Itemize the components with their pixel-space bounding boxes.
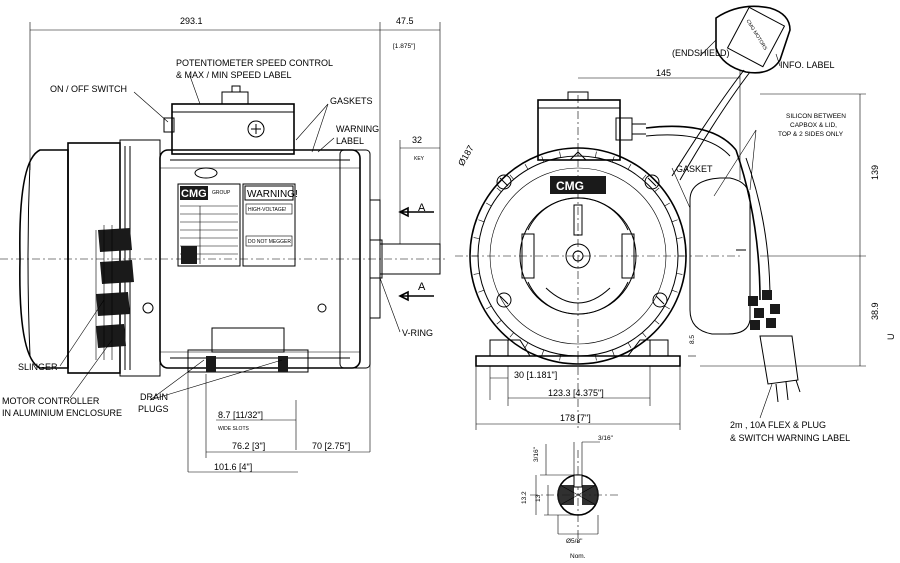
- label-silicon-1: SILICON BETWEEN: [786, 113, 846, 120]
- cover-brand: CMG: [556, 179, 584, 193]
- fin-tick: [509, 332, 514, 338]
- warning-plate: WARNING! HIGH-VOLTAGE! DO NOT MEGGER: [242, 183, 298, 267]
- dim-endshield-to-box: 145: [656, 68, 671, 78]
- motor-controller-hatch: [95, 225, 134, 360]
- nameplate: CMG GROUP: [177, 183, 241, 267]
- label-silicon-2: CAPBOX & LID,: [790, 122, 837, 129]
- dim-flange-diameter: Ø187: [456, 144, 476, 168]
- warning-title: WARNING!: [247, 189, 298, 200]
- fin-tick: [541, 349, 545, 356]
- label-slinger: SLINGER: [18, 362, 58, 372]
- fin-tick: [671, 219, 678, 223]
- fin-tick: [627, 164, 632, 170]
- label-info: INFO. LABEL: [780, 60, 835, 70]
- label-gasket: GASKET: [676, 164, 713, 174]
- dim-key-length: 32: [412, 135, 422, 145]
- fin-tick: [642, 332, 647, 338]
- label-drain-2: PLUGS: [138, 404, 169, 414]
- fin-tick: [524, 342, 529, 348]
- dim-key-316-top: 3/16": [598, 435, 614, 442]
- plate-brand: CMG: [181, 188, 207, 200]
- info-label-tag: CMG MOTORS: [671, 5, 791, 181]
- fin-tick: [496, 187, 502, 192]
- plug: [748, 290, 801, 403]
- fin-tick: [524, 164, 529, 170]
- fin-tick: [509, 174, 514, 180]
- shaft-section: 3/16" 3/16" 13.2 13 Ø5/8" Nom.: [521, 435, 620, 560]
- fin-tick: [473, 273, 480, 275]
- dim-key-316-left: 3/16": [533, 446, 540, 462]
- label-potentiometer-1: POTENTIOMETER SPEED CONTROL: [176, 58, 333, 68]
- label-potentiometer-2: & MAX / MIN SPEED LABEL: [176, 70, 292, 80]
- dim-foot-178: 178 [7"]: [560, 413, 591, 423]
- dim-overall-length: 293.1: [180, 16, 203, 26]
- fin-tick: [671, 289, 678, 293]
- section-a-top: A: [418, 202, 426, 214]
- label-endshield: (ENDSHIELD): [672, 48, 730, 58]
- fin-tick: [654, 187, 660, 192]
- label-gaskets: GASKETS: [330, 96, 373, 106]
- fin-tick: [478, 289, 485, 293]
- dim-key-13: 13: [535, 494, 542, 502]
- label-warning-1: WARNING: [336, 124, 379, 134]
- info-label-text: CMG MOTORS: [745, 19, 769, 52]
- dim-base-101: 101.6 [4"]: [214, 462, 252, 472]
- u-mark: U: [886, 334, 896, 341]
- dim-shaft-dia: Ø5/8": [566, 538, 583, 545]
- label-silicon-3: TOP & 2 SIDES ONLY: [778, 131, 844, 138]
- high-voltage-text: HIGH-VOLTAGE!: [248, 207, 286, 213]
- fin-tick: [654, 320, 660, 325]
- fin-tick: [627, 342, 632, 348]
- fin-tick: [642, 174, 647, 180]
- fin-tick: [559, 151, 561, 158]
- key-label: KEY: [414, 156, 425, 162]
- label-warning-2: LABEL: [336, 136, 364, 146]
- dim-base-76: 76.2 [3"]: [232, 441, 265, 451]
- dim-foot-thickness: 8.5: [689, 335, 696, 344]
- section-a-bottom: A: [418, 281, 426, 293]
- dim-shaft-extension-in: [1.875"]: [393, 43, 415, 50]
- fin-tick: [664, 305, 670, 310]
- fin-tick: [664, 202, 670, 207]
- fin-tick: [496, 320, 502, 325]
- fin-tick: [595, 151, 597, 158]
- fin-tick: [486, 305, 492, 310]
- dim-foot-123: 123.3 [4.375"]: [548, 388, 604, 398]
- dim-key-132: 13.2: [521, 491, 528, 504]
- label-flex-1: 2m , 10A FLEX & PLUG: [730, 420, 826, 430]
- slot-label: WIDE SLOTS: [218, 426, 250, 432]
- dim-shaft-extension: 47.5: [396, 16, 414, 26]
- label-motor-controller-1: MOTOR CONTROLLER: [2, 396, 100, 406]
- label-flex-2: & SWITCH WARNING LABEL: [730, 433, 850, 443]
- label-motor-controller-2: IN ALUMINIUM ENCLOSURE: [2, 408, 122, 418]
- fin-tick: [486, 202, 492, 207]
- dim-slot-width: 8.7 [11/32"]: [218, 410, 263, 420]
- dim-height-bottom: 38.9: [870, 302, 880, 320]
- fin-tick: [478, 219, 485, 223]
- label-v-ring: V-RING: [402, 328, 433, 338]
- fin-tick: [676, 273, 683, 275]
- dim-foot-30: 30 [1.181"]: [514, 370, 557, 380]
- plate-brand-sub: GROUP: [212, 190, 231, 196]
- fin-tick: [611, 349, 615, 356]
- do-not-megger-text: DO NOT MEGGER: [248, 239, 291, 245]
- label-drain-1: DRAIN: [140, 392, 168, 402]
- dim-height-top: 139: [870, 165, 880, 180]
- fin-tick: [473, 237, 480, 239]
- label-on-off-switch: ON / OFF SWITCH: [50, 84, 127, 94]
- end-view: CMG CMG MOTORS: [455, 5, 896, 443]
- side-view: CMG GROUP WARNING! HIGH-VOLTAGE! DO NOT: [0, 16, 445, 473]
- dim-base-70: 70 [2.75"]: [312, 441, 350, 451]
- dim-nom: Nom.: [570, 553, 586, 560]
- fin-tick: [676, 237, 683, 239]
